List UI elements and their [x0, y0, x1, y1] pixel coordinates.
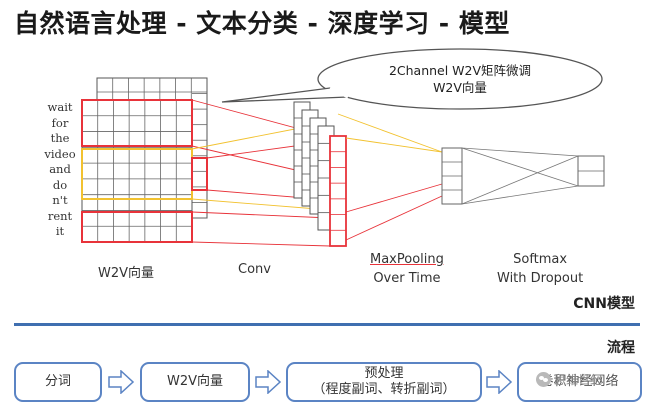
process-flow: 分词 W2V向量 预处理 （程度副词、转折副词） 卷积神经网络 — [14, 362, 644, 404]
word-token: rent — [47, 208, 73, 223]
label-maxpooling-line2: Over Time — [373, 271, 441, 286]
filter-window-red-top — [81, 99, 193, 147]
word-token: n't — [52, 193, 68, 207]
label-conv: Conv — [238, 262, 271, 277]
label-softmax-line2: With Dropout — [497, 271, 584, 286]
flow-step-tokenize: 分词 — [14, 362, 102, 402]
arrow-icon — [255, 370, 281, 394]
pooled-vector — [441, 147, 463, 205]
label-softmax: Softmax With Dropout — [497, 250, 583, 288]
word-token: do — [52, 177, 68, 192]
cnn-diagram — [81, 48, 605, 247]
bubble-line-2: W2V向量 — [433, 80, 487, 95]
page-title: 自然语言处理 - 文本分类 - 深度学习 - 模型 — [14, 9, 510, 38]
word-token: the — [50, 131, 70, 145]
front-grid-lines — [82, 100, 192, 242]
label-w2v: W2V向量 — [98, 266, 155, 281]
label-maxpooling-line1: MaxPooling — [370, 252, 444, 267]
watermark-text: 思维世纪 — [554, 373, 603, 387]
word-token: wait — [47, 100, 73, 114]
word-token: for — [51, 115, 69, 130]
flow-label: 流程 — [607, 340, 635, 356]
flow-step-cnn: 卷积神经网络 — [517, 362, 642, 402]
feature-map — [329, 135, 347, 247]
fc-connections — [461, 147, 579, 205]
pool-connections — [337, 113, 443, 241]
filter-window-red-back — [191, 157, 208, 191]
word-token: and — [49, 162, 71, 176]
flow-step-preprocess: 预处理 （程度副词、转折副词） — [286, 362, 482, 402]
filter-window-red-bottom — [81, 211, 193, 243]
bubble — [317, 48, 603, 110]
section-divider — [14, 323, 640, 326]
arrow-icon — [108, 370, 134, 394]
cnn-model-label: CNN模型 — [573, 296, 635, 312]
flow-step-label: 分词 — [44, 374, 71, 389]
flow-step-label: 预处理 — [364, 366, 404, 381]
embedding-matrix-front — [81, 99, 193, 243]
bubble-line-1: 2Channel W2V矩阵微调 — [388, 63, 532, 78]
back-grid-lines — [97, 78, 207, 219]
wechat-icon — [536, 372, 551, 387]
arrow-icon — [486, 370, 512, 394]
flow-step-label: W2V向量 — [166, 374, 224, 389]
label-softmax-line1: Softmax — [513, 252, 568, 267]
softmax-output — [577, 155, 605, 187]
word-token: it — [55, 224, 65, 238]
word-token: video — [44, 146, 76, 161]
watermark: 思维世纪 — [536, 371, 602, 388]
bubble-tail — [221, 87, 349, 103]
feature-maps — [293, 101, 347, 247]
label-maxpooling: MaxPooling Over Time — [370, 250, 444, 288]
bubble-text: 2Channel W2V矩阵微调 W2V向量 — [360, 62, 560, 96]
flow-step-sublabel: （程度副词、转折副词） — [312, 382, 456, 397]
flow-step-label: 卷积神经网络 — [540, 374, 619, 389]
flow-step-w2v: W2V向量 — [140, 362, 250, 402]
